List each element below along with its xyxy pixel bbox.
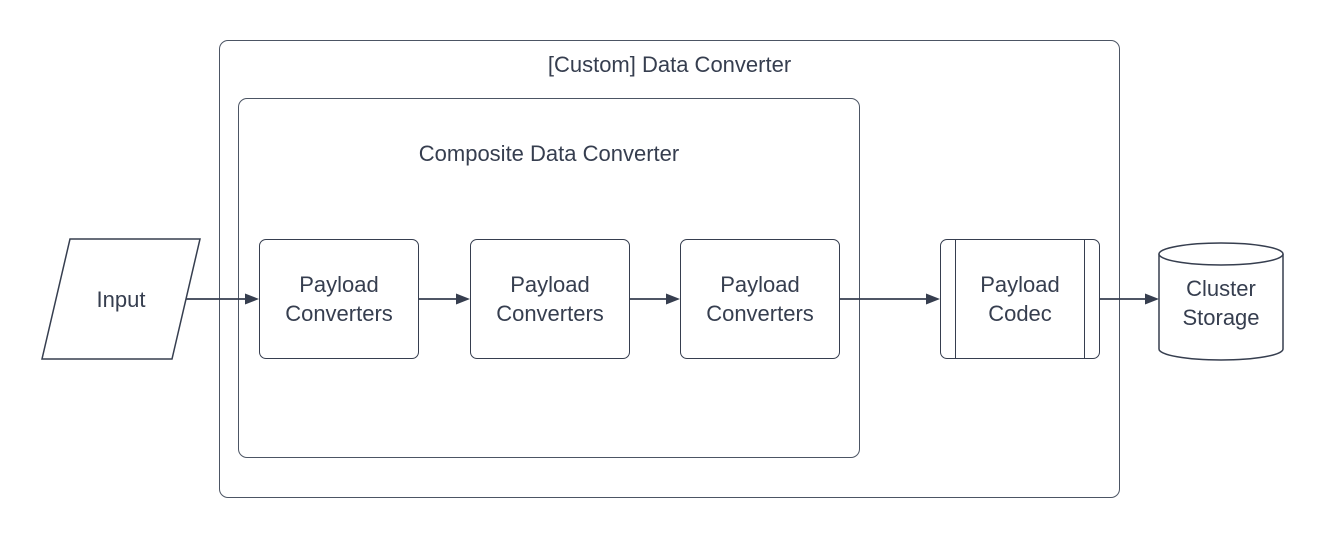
payload-codec-node: Payload Codec [940,239,1100,359]
payload-converters-label-1: Payload Converters [285,272,393,326]
codec-right-line [1084,240,1085,358]
cluster-storage-shape [1158,254,1284,361]
payload-converters-node-2: Payload Converters [470,239,630,359]
codec-left-line [955,240,956,358]
input-node-shape [41,238,201,360]
arrow-codec-to-storage [1100,293,1159,305]
arrow-converter1-to-converter2 [419,293,470,305]
custom-data-converter-title: [Custom] Data Converter [547,52,792,77]
payload-converters-node-1: Payload Converters [259,239,419,359]
payload-converters-label-3: Payload Converters [706,272,814,326]
payload-converters-node-3: Payload Converters [680,239,840,359]
arrow-converter3-to-codec [840,293,940,305]
arrow-input-to-converter1 [186,293,259,305]
composite-data-converter-title: Composite Data Converter [418,141,680,166]
composite-data-converter-group: Composite Data Converter [238,98,860,458]
cluster-storage-top [1158,242,1284,266]
payload-converters-label-2: Payload Converters [496,272,604,326]
arrow-converter2-to-converter3 [630,293,680,305]
custom-data-converter-group: [Custom] Data Converter [219,40,1120,498]
payload-codec-label: Payload Codec [980,272,1060,326]
